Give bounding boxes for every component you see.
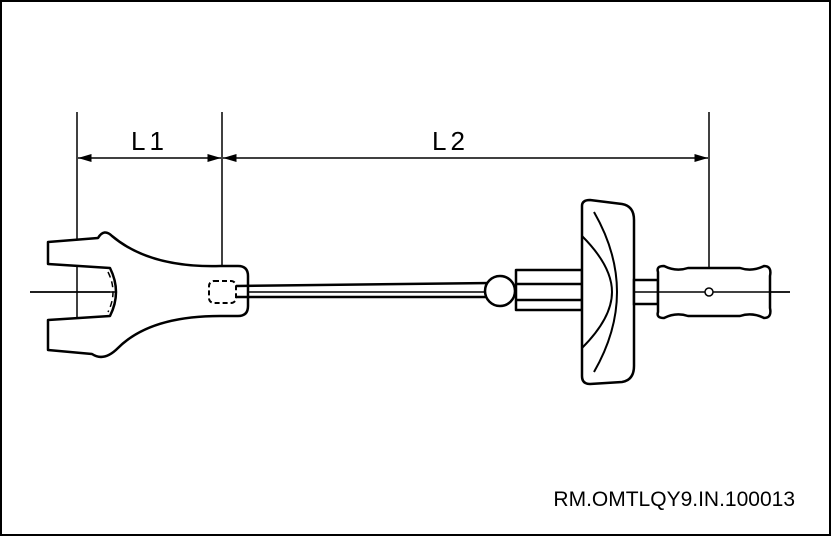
grip-center-mark [704, 287, 714, 297]
dimension-label-l2: L2 [432, 126, 469, 156]
wrench-jaw-dash [107, 271, 114, 313]
gauge-block-body [514, 268, 584, 312]
dial-scale [580, 198, 636, 386]
open-end-wrench-head [46, 231, 250, 359]
reference-code: RM.OMTLQY9.IN.100013 [553, 488, 795, 511]
wrench-head-outline [46, 231, 250, 359]
wrench-beam [235, 281, 493, 299]
dial-scale-outer [580, 198, 636, 386]
ball-pivot [483, 274, 517, 308]
gauge-block [514, 268, 584, 312]
dimension-label-l1: L1 [131, 126, 168, 156]
dial-pointer [581, 235, 613, 349]
square-drive-fitting [208, 280, 237, 304]
dial-scale-inner-arc [593, 211, 618, 373]
beam-top-edge [235, 281, 493, 288]
